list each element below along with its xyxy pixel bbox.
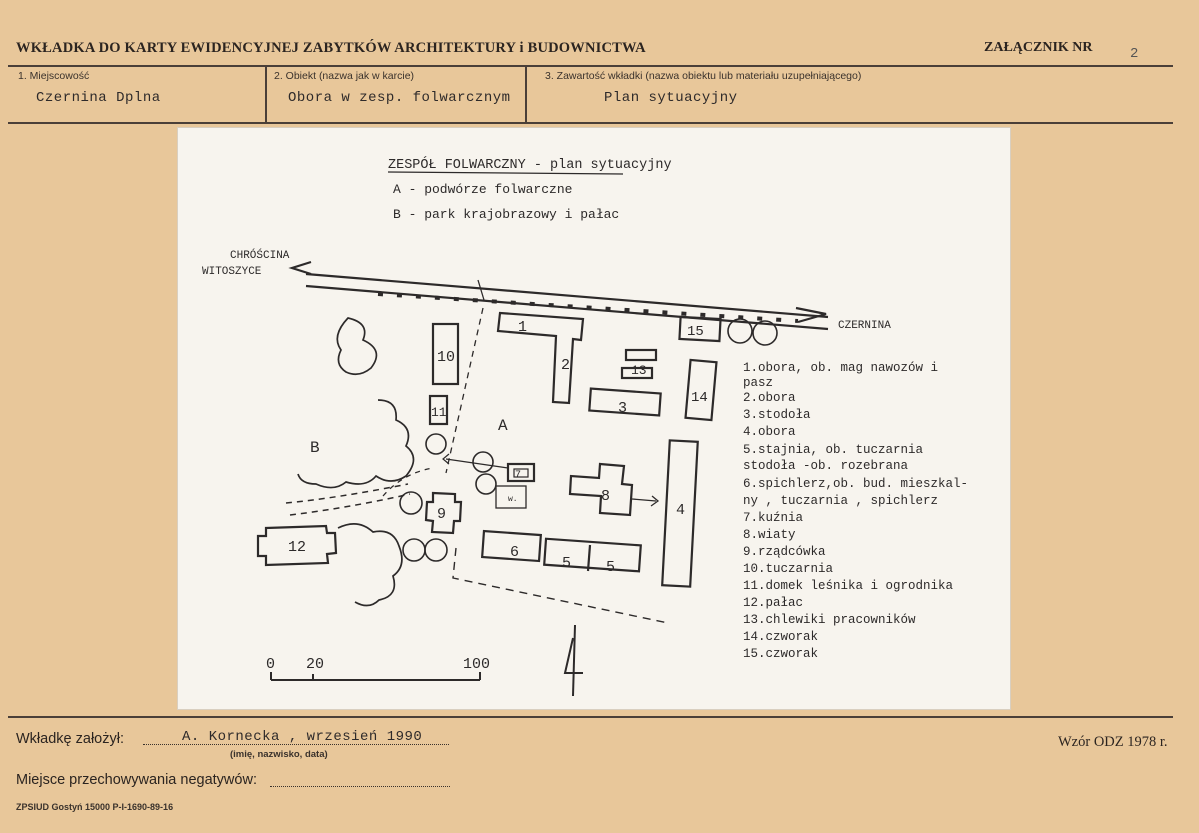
founder-dotted-line: [143, 744, 449, 745]
road-label-chroscina: CHRÓŚCINA: [230, 248, 290, 262]
annex-label: ZAŁĄCZNIK NR: [984, 40, 1093, 55]
field-divider: [265, 66, 267, 122]
legend-line: 9.rządcówka: [743, 545, 826, 559]
field-location-value: Czernina Dplna: [36, 90, 161, 106]
footer-rule: [8, 716, 1173, 718]
header-rule: [8, 65, 1173, 67]
building-5b-label: 5: [606, 559, 615, 576]
field-content-label: 3. Zawartość wkładki (nazwa obiektu lub …: [545, 70, 862, 82]
legend-line: 15.czworak: [743, 647, 818, 661]
legend-line: 10.tuczarnia: [743, 562, 834, 576]
area-a-label: A: [498, 417, 508, 435]
building-8-label: 8: [601, 488, 610, 505]
building-15-label: 15: [687, 324, 704, 340]
scale-label-20: 20: [306, 656, 324, 673]
road-label-czernina: CZERNINA: [838, 320, 891, 332]
building-11-label: 11: [431, 405, 447, 420]
building-10-label: 10: [437, 349, 455, 366]
scale-label-100: 100: [463, 656, 490, 673]
building-7-label: 7: [515, 470, 521, 481]
building-4-label: 4: [676, 502, 685, 519]
storage-label: Miejsce przechowywania negatywów:: [16, 772, 257, 788]
legend-line: 3.stodoła: [743, 408, 811, 422]
building-2-label: 2: [561, 357, 570, 374]
plan-legend-b: B - park krajobrazowy i pałac: [393, 207, 619, 222]
building-1-label: 1: [518, 319, 527, 336]
legend-line: 6.spichlerz,ob. bud. mieszkal-: [743, 477, 968, 491]
print-info: ZPSIUD Gostyń 15000 P-I-1690-89-16: [16, 802, 174, 812]
building-14-label: 14: [691, 390, 708, 406]
building-13-label: 13: [631, 363, 647, 378]
founder-label: Wkładkę założył:: [16, 731, 124, 747]
legend-line: stodoła -ob. rozebrana: [743, 459, 909, 473]
plan-legend-a: A - podwórze folwarczne: [393, 182, 572, 197]
legend-line: 11.domek leśnika i ogrodnika: [743, 579, 954, 593]
field-divider: [525, 66, 527, 122]
annex-number: 2: [1130, 46, 1139, 62]
building-12-label: 12: [288, 539, 306, 556]
plan-title: ZESPÓŁ FOLWARCZNY - plan sytuacyjny: [388, 157, 672, 173]
legend-line: 8.wiaty: [743, 528, 796, 542]
legend-line: 2.obora: [743, 391, 796, 405]
field-object-label: 2. Obiekt (nazwa jak w karcie): [274, 70, 415, 82]
legend-line: pasz: [743, 376, 773, 390]
storage-dotted-line: [270, 786, 450, 787]
legend-line: 14.czworak: [743, 630, 818, 644]
legend-line: 7.kuźnia: [743, 511, 804, 525]
legend-line: 4.obora: [743, 425, 796, 439]
founder-value: A. Kornecka , wrzesień 1990: [182, 729, 423, 745]
building-3-label: 3: [618, 400, 627, 417]
field-location-label: 1. Miejscowość: [18, 70, 90, 82]
form-title: WKŁADKA DO KARTY EWIDENCYJNEJ ZABYTKÓW A…: [16, 40, 646, 56]
building-5a-label: 5: [562, 555, 571, 572]
building-9-label: 9: [437, 506, 446, 523]
field-row-rule: [8, 122, 1173, 124]
scale-label-0: 0: [266, 656, 275, 673]
well-label: w.: [508, 495, 518, 504]
road-label-witoszyce: WITOSZYCE: [202, 266, 262, 278]
field-object-value: Obora w zesp. folwarcznym: [288, 90, 511, 106]
legend-line: 12.pałac: [743, 596, 803, 610]
template-version: Wzór ODZ 1978 r.: [1058, 734, 1168, 750]
site-plan: ZESPÓŁ FOLWARCZNY - plan sytuacyjny A - …: [177, 127, 1011, 710]
field-content-value: Plan sytuacyjny: [604, 90, 738, 106]
founder-hint: (imię, nazwisko, data): [230, 749, 328, 760]
area-b-label: B: [310, 439, 320, 457]
legend-line: ny , tuczarnia , spichlerz: [743, 494, 938, 508]
building-6-label: 6: [510, 544, 519, 561]
legend-line: 13.chlewiki pracowników: [743, 613, 916, 627]
legend-line: 5.stajnia, ob. tuczarnia: [743, 443, 924, 457]
legend-line: 1.obora, ob. mag nawozów i: [743, 361, 938, 375]
